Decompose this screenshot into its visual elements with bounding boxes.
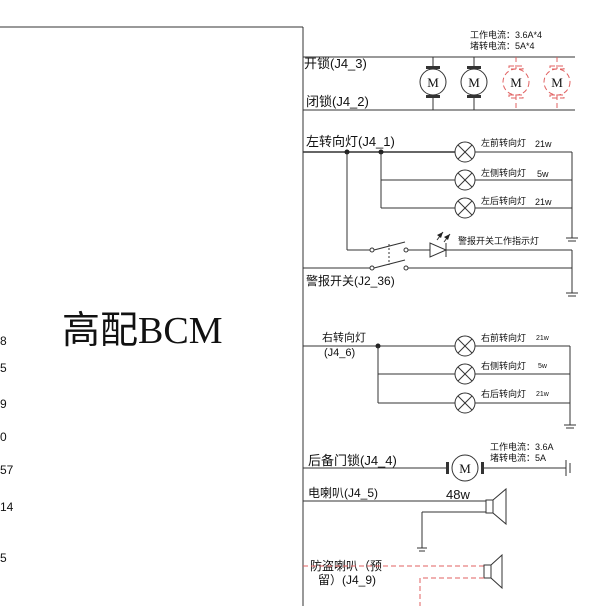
ground-symbol [566,237,578,242]
left-turn-label: 左转向灯(J4_1) [306,134,395,149]
ground-symbol [565,460,571,476]
bcm-module: 高配BCM [0,26,304,606]
right-turn-label: 右转向灯 [322,330,366,344]
lock-motor: M [419,57,447,110]
pin-number: 5 [0,361,7,375]
module-title: 高配BCM [62,310,222,352]
lamp-symbol [454,141,476,163]
pin-number: 8 [0,334,7,348]
lamp-power: 21w [535,139,552,149]
lamp-power: 5w [538,363,548,370]
lock-motor-optional: M [543,57,571,110]
horn-section: 电喇叭(J4_5) 48w [303,485,507,552]
alarm-horn-label-pin: 留）(J4_9) [318,573,376,587]
motor-m-label: M [427,75,439,90]
pin-number: 57 [0,463,14,477]
alarm-horn-speaker [483,553,503,590]
horn-power: 48w [446,487,470,502]
left-turn-section: 左转向灯(J4_1) 左前转向灯 21w 左侧转向灯 5 [303,134,578,242]
hazard-section: 警报开关工作指示灯 警报开关(J2_36) [303,152,578,297]
lock-motor: M [460,57,488,110]
lock-spec-work: 工作电流：3.6A*4 [470,29,542,40]
motor-m-label: M [468,75,480,90]
lamp-symbol [454,392,476,414]
ground-symbol [417,547,427,552]
pin-number: 9 [0,397,7,411]
indicator-label: 警报开关工作指示灯 [458,235,539,246]
lamp-label: 右前转向灯 [481,332,526,343]
lamp-label: 右侧转向灯 [481,360,526,371]
door-lock-section: 工作电流：3.6A*4 堵转电流：5A*4 开锁(J4_3) 闭锁(J4_2) … [303,29,575,111]
lamp-power: 21w [536,335,550,342]
motor-m-label: M [551,75,563,90]
tailgate-spec-stall: 堵转电流：5A [490,452,546,463]
lamp-label: 左前转向灯 [481,137,526,148]
horn-label: 电喇叭(J4_5) [308,485,378,500]
horn-speaker [485,487,507,526]
hazard-switch-label: 警报开关(J2_36) [306,273,395,288]
lamp-power: 21w [535,197,552,207]
pin-number: 14 [0,500,14,514]
lock-motor-optional: M [502,57,530,110]
right-turn-label-pin: (J4_6) [324,347,355,359]
lock-spec-stall: 堵转电流：5A*4 [470,40,535,51]
lamp-label: 左侧转向灯 [481,167,526,178]
unlock-label: 开锁(J4_3) [304,56,367,71]
indicator-led [429,231,451,258]
pin-number: 0 [0,430,7,444]
lamp-symbol [454,363,476,385]
ground-symbol [566,292,578,297]
lamp-symbol [454,335,476,357]
lock-label: 闭锁(J4_2) [306,94,369,109]
motor-m-label: M [459,461,471,476]
lamp-power: 5w [537,169,549,179]
left-pin-numbers: 8 5 9 0 57 14 5 [0,334,14,565]
right-turn-section: 右转向灯 (J4_6) 右前转向灯 21w 右侧转向灯 5w 右后转向 [303,330,576,429]
lamp-power: 21w [536,391,550,398]
tailgate-section: 工作电流：3.6A 堵转电流：5A 后备门锁(J4_4) M [303,441,571,482]
lamp-symbol [454,169,476,191]
tailgate-label: 后备门锁(J4_4) [308,453,397,468]
tailgate-spec-work: 工作电流：3.6A [490,441,554,452]
alarm-horn-section: 防盗喇叭（预 留）(J4_9) [303,553,503,606]
lamp-label: 右后转向灯 [481,388,526,399]
pin-number: 5 [0,551,7,565]
tailgate-motor: M [446,454,484,482]
lamp-label: 左后转向灯 [481,195,526,206]
lamp-symbol [454,197,476,219]
ground-symbol [564,424,576,429]
motor-m-label: M [510,75,522,90]
